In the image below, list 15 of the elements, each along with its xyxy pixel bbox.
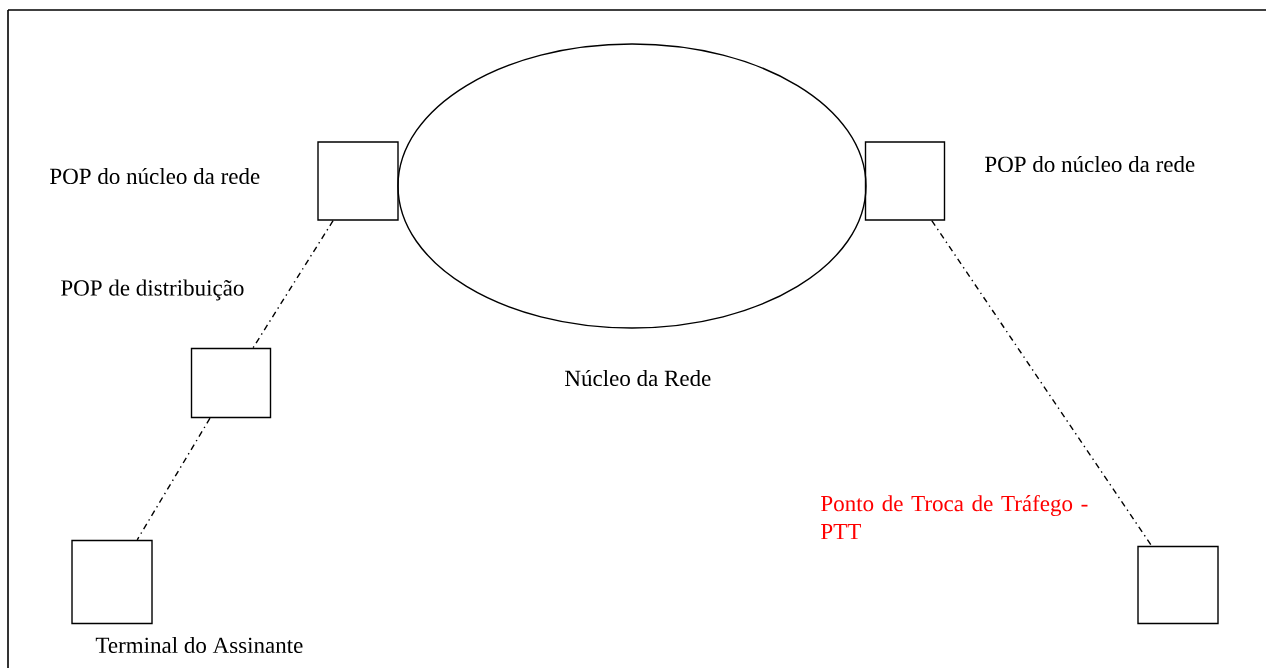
network-core-ellipse: [397, 43, 867, 329]
node-caption: POP de distribuição: [61, 279, 244, 301]
pop-box: [1137, 545, 1219, 625]
node-caption: POP do núcleo da rede: [50, 167, 260, 185]
connector-line: [252, 220, 334, 349]
pop-box: [190, 347, 272, 419]
connector-line: [136, 417, 211, 541]
pop-box: [71, 539, 153, 625]
pop-box: [317, 141, 399, 221]
pop-box: [864, 141, 946, 221]
node-caption: Ponto de Troca de Tráfego - PTT: [821, 494, 1088, 540]
node-caption: Terminal do Assinante: [95, 636, 303, 654]
node-caption: Núcleo da Rede: [565, 369, 711, 387]
node-caption: POP do núcleo da rede: [985, 155, 1195, 173]
connector-line: [931, 220, 1153, 547]
